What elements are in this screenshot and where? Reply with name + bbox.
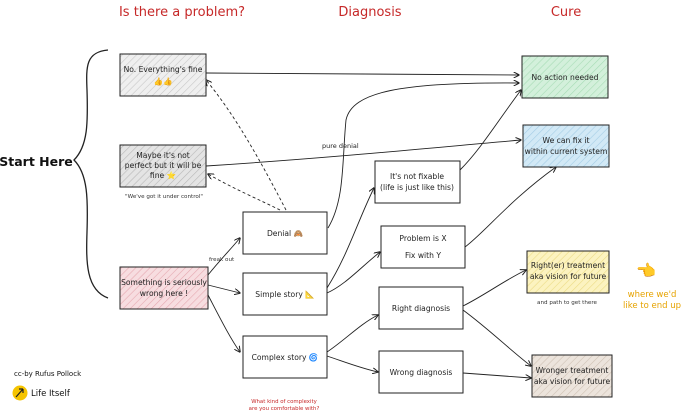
svg-text:Complex story 🌀: Complex story 🌀	[252, 352, 319, 362]
node-denial: Denial 🙈	[242, 211, 328, 255]
header-problem: Is there a problem?	[119, 5, 245, 20]
edge-right-wronger	[462, 309, 531, 366]
svg-text:Maybe it's not: Maybe it's not	[136, 151, 190, 160]
credit-text: cc-by Rufus Pollock	[14, 370, 82, 378]
label-pure-denial: pure denial	[322, 142, 359, 150]
node-wrong: Wrong diagnosis	[378, 350, 464, 394]
svg-text:aka vision for future: aka vision for future	[534, 377, 611, 386]
edge-serious-simple	[207, 284, 240, 293]
curly-brace	[73, 49, 109, 299]
svg-text:Right diagnosis: Right diagnosis	[392, 304, 450, 313]
svg-text:Simple story 📐: Simple story 📐	[255, 290, 315, 299]
svg-text:It's not fixable: It's not fixable	[390, 172, 444, 181]
svg-text:No. Everything's fine: No. Everything's fine	[124, 65, 203, 74]
svg-text:wrong here !: wrong here !	[140, 289, 188, 298]
life-itself-logo-icon	[12, 385, 28, 401]
header-cure: Cure	[551, 5, 581, 20]
node-noaction: No action needed	[521, 55, 609, 99]
svg-text:(life is just like this): (life is just like this)	[380, 183, 454, 192]
label-freak-out: freak out	[209, 257, 235, 263]
note-complexity-1: What kind of complexity	[251, 399, 317, 405]
goal-label-2: like to end up	[623, 301, 681, 311]
svg-text:Problem is X: Problem is X	[399, 234, 446, 243]
edge-denial-fine	[206, 80, 287, 211]
svg-text:aka vision for future: aka vision for future	[530, 272, 607, 281]
node-serious: Something is seriously wrong here !	[119, 266, 209, 310]
brand-text: Life Itself	[31, 389, 71, 399]
edge-denial-noaction	[327, 83, 519, 229]
node-simple: Simple story 📐	[242, 272, 328, 316]
svg-text:Wrong diagnosis: Wrong diagnosis	[390, 368, 453, 377]
svg-text:Fix with Y: Fix with Y	[405, 251, 441, 260]
svg-text:Something is seriously: Something is seriously	[121, 278, 207, 287]
svg-text:Right(er) treatment: Right(er) treatment	[531, 261, 605, 270]
svg-text:No action needed: No action needed	[532, 73, 599, 82]
edge-complex-wrong	[326, 355, 378, 372]
edge-fine-noaction	[205, 73, 519, 75]
edge-simple-problemx	[326, 252, 380, 294]
pointing-hand-icon: 👈	[636, 261, 656, 280]
start-label: Start Here	[0, 154, 73, 169]
edge-right-righter	[462, 270, 526, 307]
edge-wrong-wronger	[462, 372, 531, 378]
edge-problemx-fixit	[464, 167, 556, 248]
note-under-control: "We've got it under control"	[125, 194, 203, 200]
node-notfixable: It's not fixable (life is just like this…	[374, 160, 461, 204]
edge-serious-complex	[207, 294, 240, 352]
node-wronger: Wronger treatment aka vision for future	[531, 354, 613, 398]
edge-simple-notfixable	[326, 188, 374, 289]
node-righter: Right(er) treatment aka vision for futur…	[526, 250, 610, 294]
svg-text:We can fix it: We can fix it	[543, 136, 590, 145]
node-problemx: Problem is X Fix with Y	[380, 225, 466, 269]
svg-text:Denial 🙈: Denial 🙈	[267, 229, 304, 238]
note-complexity-2: are you comfortable with?	[249, 406, 320, 412]
node-fine: No. Everything's fine 👍👍	[119, 53, 207, 97]
node-maybe: Maybe it's not perfect but it will be fi…	[119, 144, 207, 188]
edge-serious-denial	[207, 238, 240, 276]
header-diagnosis: Diagnosis	[338, 5, 401, 20]
goal-label-1: where we'd	[628, 290, 677, 300]
connectors	[206, 73, 556, 378]
edge-maybe-fixit	[205, 140, 521, 167]
svg-text:perfect but it will be: perfect but it will be	[125, 161, 202, 170]
edge-denial-maybe	[208, 174, 281, 211]
node-right: Right diagnosis	[378, 286, 464, 330]
node-fixit: We can fix it within current system	[522, 124, 610, 168]
node-complex: Complex story 🌀	[242, 335, 328, 379]
svg-text:fine ⭐: fine ⭐	[150, 171, 177, 180]
svg-text:Wronger treatment: Wronger treatment	[536, 366, 609, 375]
svg-text:within current system: within current system	[525, 147, 608, 156]
note-path: and path to get there	[537, 300, 598, 306]
svg-text:👍👍: 👍👍	[154, 77, 173, 86]
edge-complex-right	[326, 315, 378, 353]
edge-notfixable-noaction	[459, 90, 521, 171]
